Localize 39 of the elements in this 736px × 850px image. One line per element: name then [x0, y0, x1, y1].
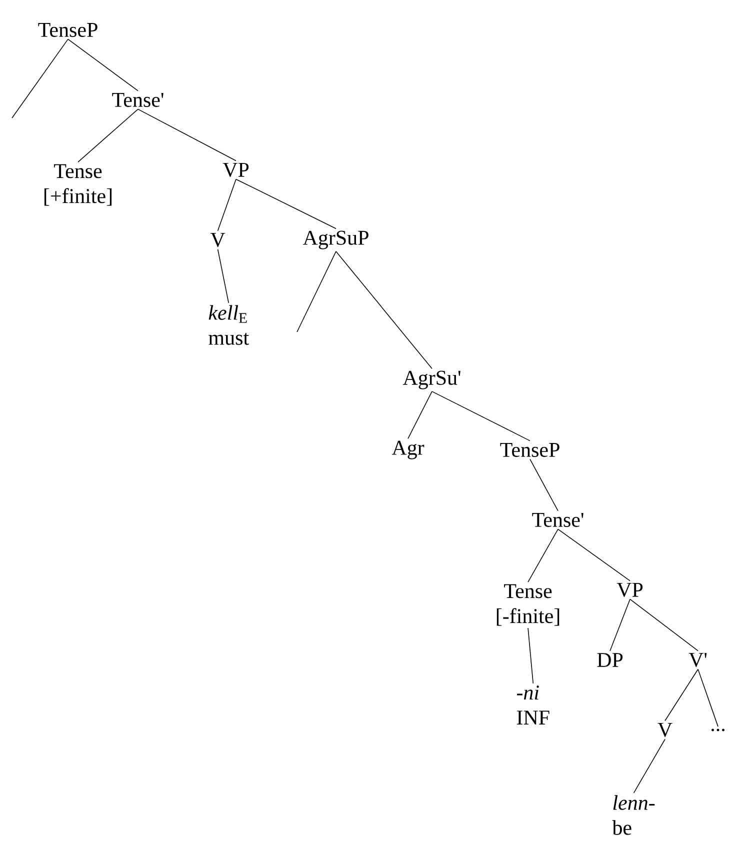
branch-line: [530, 458, 558, 512]
branch-line: [664, 668, 698, 722]
tree-label: V: [210, 232, 226, 248]
branch-line: [138, 108, 236, 162]
branch-line: [630, 598, 698, 652]
branch-line: [296, 251, 336, 332]
branch-line: [68, 38, 138, 92]
tree-label: AgrSu': [402, 370, 460, 390]
tree-label: TenseP: [38, 23, 98, 37]
tree-label: VP: [222, 162, 249, 178]
tree-label: V': [688, 652, 707, 668]
branch-line: [528, 628, 534, 684]
branch-line: [558, 528, 630, 582]
tree-label: Tense': [532, 513, 584, 527]
branch-line: [528, 528, 558, 582]
branch-line: [78, 108, 138, 162]
tree-label: DP: [597, 653, 623, 667]
branch-line: [217, 248, 230, 304]
branch-line: [336, 251, 432, 369]
tree-label: Tense [-finite]: [496, 584, 560, 626]
tree-label: V: [658, 722, 672, 738]
branch-line: [432, 391, 530, 442]
tree-label: TenseP: [500, 443, 560, 457]
tree-label: VP: [616, 582, 643, 598]
tree-label: Agr: [392, 440, 424, 460]
branch-line: [236, 178, 336, 229]
tree-label: Tense [+finite]: [44, 164, 112, 206]
branch-line: [408, 391, 432, 439]
branch-line: [12, 38, 68, 118]
tree-label: Tense': [112, 93, 164, 107]
tree-label: lenn- be: [612, 795, 655, 835]
tree-label: AgrSuP: [302, 230, 368, 250]
branch-line: [698, 668, 718, 727]
tree-label: kell$_{E}$ must: [208, 305, 249, 345]
branch-line: [217, 178, 236, 232]
tree-label: ...: [712, 728, 724, 732]
branch-line: [633, 738, 666, 794]
branch-line: [610, 598, 630, 652]
tree-label: -ni INF: [516, 686, 550, 724]
